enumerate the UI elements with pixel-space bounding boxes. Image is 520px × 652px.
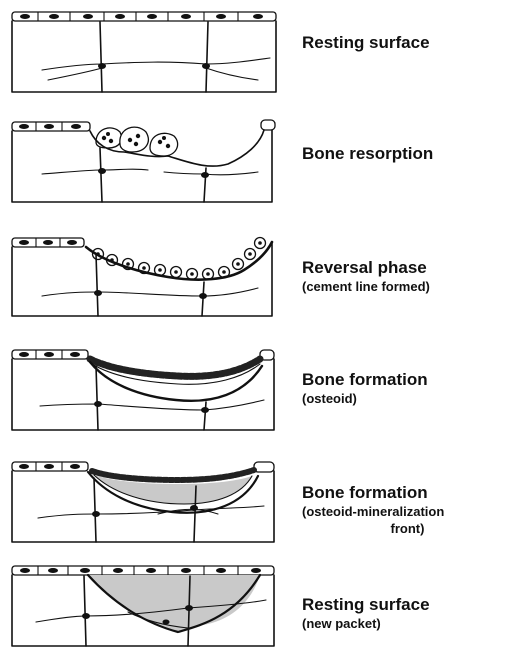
lining-cells: [12, 12, 276, 21]
lining-cells: [12, 566, 274, 575]
stage-subtitle-continued: front): [302, 520, 517, 537]
bone-block-outline: [12, 242, 272, 316]
caption-resting-new-packet: Resting surface (new packet): [302, 595, 517, 632]
stage-1-resting-surface: [8, 6, 280, 98]
reversal-phase-illustration: [8, 230, 280, 322]
stage-title: Bone resorption: [302, 144, 517, 164]
stage-subtitle: (osteoid-mineralization: [302, 503, 517, 520]
caption-bone-formation-osteoid: Bone formation (osteoid): [302, 370, 517, 407]
stage-subtitle: (osteoid): [302, 390, 517, 407]
stage-subtitle: (cement line formed): [302, 278, 517, 295]
stage-5-mineralization-front: [8, 456, 280, 548]
lining-cells: [12, 462, 274, 472]
caption-reversal-phase: Reversal phase (cement line formed): [302, 258, 517, 295]
bone-resorption-illustration: [8, 114, 280, 206]
stage-4-bone-formation-osteoid: [8, 344, 280, 436]
lining-cells: [12, 350, 274, 360]
stage-title: Bone formation: [302, 370, 517, 390]
resting-surface-illustration: [8, 6, 280, 98]
new-bone-packet: [88, 575, 260, 632]
stage-3-reversal-phase: [8, 230, 280, 322]
osteoclasts: [96, 127, 178, 156]
bone-formation-osteoid-illustration: [8, 344, 280, 436]
stage-title: Reversal phase: [302, 258, 517, 278]
stage-6-resting-new-packet: [8, 560, 280, 652]
caption-resting-surface: Resting surface: [302, 33, 517, 53]
stage-2-bone-resorption: [8, 114, 280, 206]
stage-title: Resting surface: [302, 595, 517, 615]
mineralization-front-illustration: [8, 456, 280, 548]
osteoblast-layer: [92, 470, 254, 480]
caption-bone-resorption: Bone resorption: [302, 144, 517, 164]
stage-title: Bone formation: [302, 483, 517, 503]
resting-new-packet-illustration: [8, 560, 280, 652]
osteocyte-network: [42, 254, 258, 316]
caption-mineralization-front: Bone formation (osteoid-mineralization f…: [302, 483, 517, 537]
stage-title: Resting surface: [302, 33, 517, 53]
bone-block-outline: [12, 21, 276, 92]
stage-subtitle: (new packet): [302, 615, 517, 632]
lining-cells: [12, 238, 84, 247]
osteocyte-network: [42, 22, 270, 92]
